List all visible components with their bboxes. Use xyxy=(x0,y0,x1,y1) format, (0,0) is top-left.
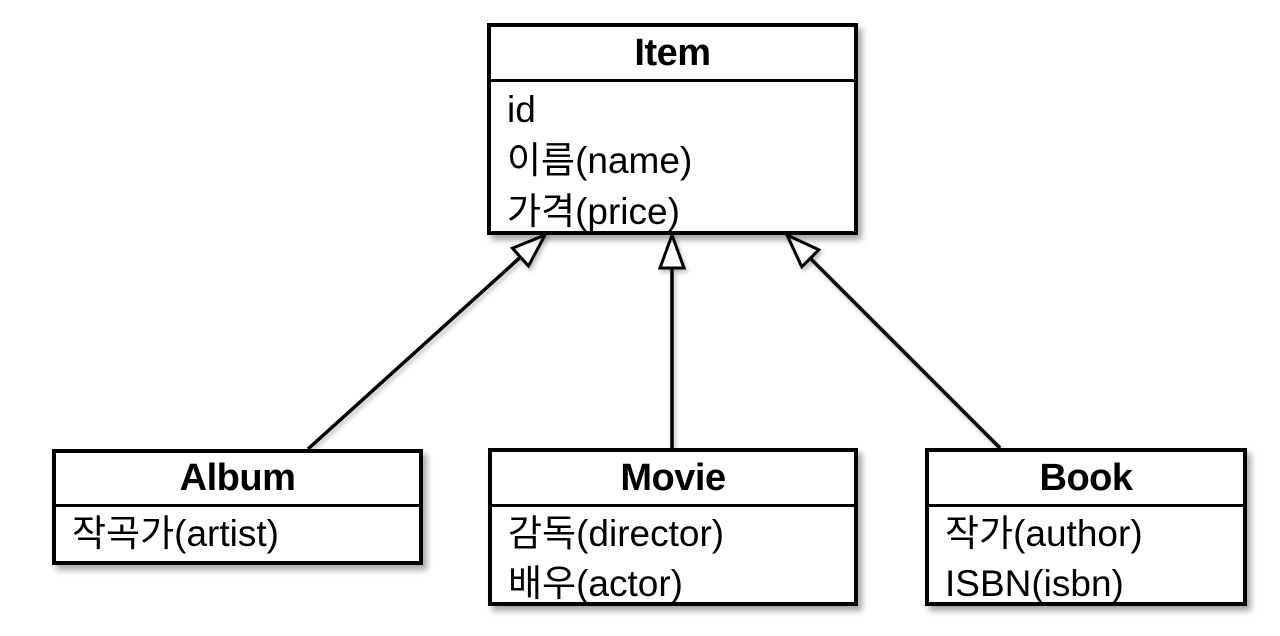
attribute-isbn: ISBN(isbn) xyxy=(945,563,1124,604)
class-title-book: Book xyxy=(929,452,1243,507)
class-title-movie: Movie xyxy=(492,452,854,507)
attribute-id: id xyxy=(507,89,536,130)
class-title-album: Album xyxy=(56,453,419,507)
class-attributes-album: 작곡가(artist) xyxy=(56,507,419,559)
class-attributes-book: 작가(author) ISBN(isbn) xyxy=(929,507,1243,609)
generalization-arrow-movie-item xyxy=(657,230,687,448)
attribute-director: 감독(director) xyxy=(508,513,725,554)
attribute-price: 가격(price) xyxy=(507,191,680,232)
attribute-artist: 작곡가(artist) xyxy=(72,513,279,554)
class-attributes-movie: 감독(director) 배우(actor) xyxy=(492,507,854,609)
class-box-album: Album 작곡가(artist) xyxy=(52,449,423,565)
class-box-item: Item id 이름(name) 가격(price) xyxy=(487,23,858,235)
attribute-author: 작가(author) xyxy=(945,513,1143,554)
class-title-item: Item xyxy=(491,27,854,82)
generalization-arrow-album-item xyxy=(306,232,549,451)
hollow-triangle-arrowhead xyxy=(783,231,822,270)
hollow-triangle-arrowhead xyxy=(509,232,549,269)
attribute-name: 이름(name) xyxy=(507,140,693,181)
class-box-movie: Movie 감독(director) 배우(actor) xyxy=(488,448,858,606)
generalization-arrow-book-item xyxy=(783,231,1002,450)
attribute-actor: 배우(actor) xyxy=(508,563,683,604)
class-box-book: Book 작가(author) ISBN(isbn) xyxy=(925,448,1247,606)
class-attributes-item: id 이름(name) 가격(price) xyxy=(491,82,854,237)
hollow-triangle-arrowhead xyxy=(657,230,687,270)
